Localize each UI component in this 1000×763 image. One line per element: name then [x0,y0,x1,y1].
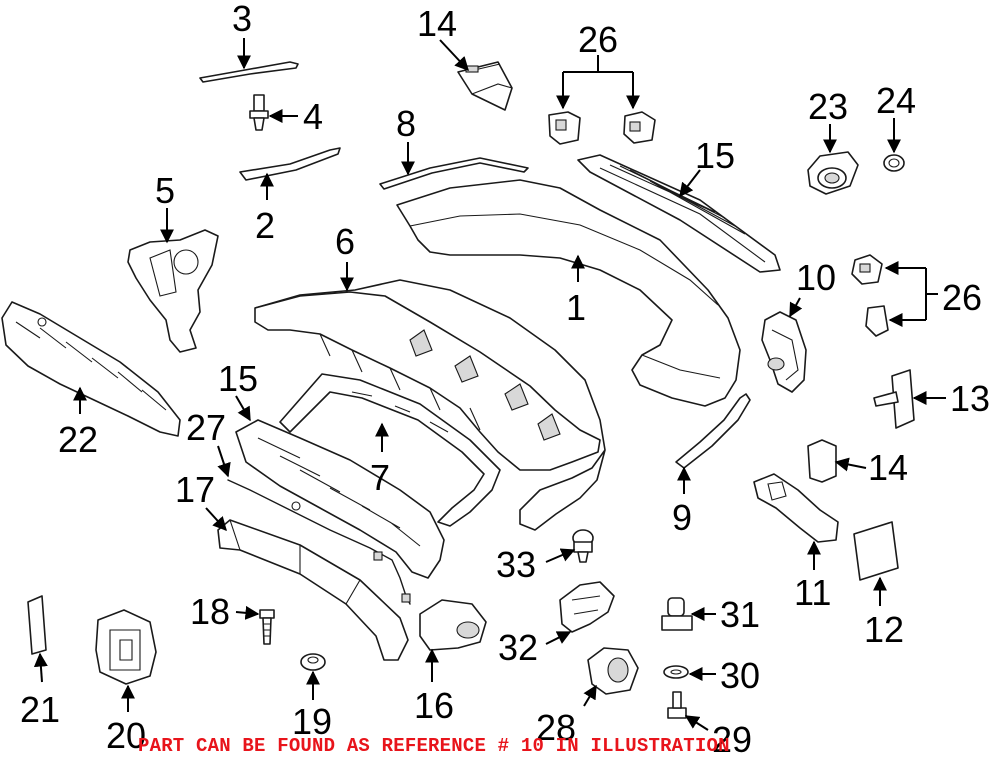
reference-note: PART CAN BE FOUND AS REFERENCE # 10 IN I… [138,735,730,757]
part-20-nut [300,653,326,671]
label-28[interactable]: 28 [536,707,576,748]
label-9[interactable]: 9 [672,497,692,538]
label-1[interactable]: 1 [566,287,586,328]
label-10[interactable]: 10 [796,257,836,298]
reference-numbers: 3 4 2 14 26 8 15 23 24 5 6 1 10 26 22 15… [20,0,990,760]
label-3[interactable]: 3 [232,0,252,39]
label-24[interactable]: 23 [808,86,848,127]
part-32-bracket [559,581,615,633]
part-25-grommet [883,154,905,172]
part-18-beam [217,519,409,661]
part-11-bracket [753,473,839,543]
label-20[interactable]: 19 [292,701,332,742]
label-8[interactable]: 8 [396,103,416,144]
part-24-parking-sensor [807,151,859,195]
part-17-bracket [419,599,487,651]
part-19-bolt [259,609,275,645]
part-2-bracket-strip [239,147,341,181]
part-23-lower-shield [1,301,181,437]
part-6-valance [254,279,606,531]
label-13[interactable]: 13 [950,378,990,419]
label-15[interactable]: 15 [695,135,735,176]
label-30[interactable]: 30 [720,655,760,696]
part-14-cap-right [807,439,837,483]
part-29-screw [667,691,687,719]
label-6[interactable]: 6 [335,221,355,262]
label-29[interactable]: 29 [712,719,752,760]
part-12-plate [853,521,899,581]
part-22-plate [27,595,47,655]
part-16-absorber [235,419,445,579]
part-28-sensor-housing [587,647,639,695]
part-10-reflector [761,311,807,393]
label-22[interactable]: 21 [20,689,60,730]
label-25[interactable]: 24 [876,80,916,121]
label-21[interactable]: 20 [106,715,146,756]
part-21-mount-bracket [95,609,157,685]
part-26-clips-right [851,254,889,337]
label-23[interactable]: 22 [58,419,98,460]
part-3-trim-strip [199,61,299,83]
label-26-right[interactable]: 26 [942,277,982,318]
label-19[interactable]: 18 [190,591,230,632]
part-27-wiring [227,479,411,605]
part-31-retainer [661,597,693,631]
leader-lines [33,38,946,731]
label-2[interactable]: 2 [255,205,275,246]
part-13-pin [873,369,915,429]
label-14-right[interactable]: 14 [868,447,908,488]
label-18[interactable]: 17 [175,469,215,510]
label-31[interactable]: 31 [720,594,760,635]
label-33[interactable]: 33 [496,544,536,585]
label-5[interactable]: 5 [155,170,175,211]
label-4[interactable]: 4 [303,96,323,137]
label-12[interactable]: 12 [864,609,904,650]
label-32[interactable]: 32 [498,627,538,668]
part-33-clip [572,529,594,563]
label-27[interactable]: 27 [186,407,226,448]
label-14-top[interactable]: 14 [417,3,457,44]
label-17[interactable]: 16 [414,685,454,726]
label-16[interactable]: 15 [218,358,258,399]
part-4-clip [249,94,269,131]
part-30-washer [663,665,689,679]
label-11[interactable]: 11 [794,572,831,613]
part-14-bracket-top [457,61,513,111]
part-5-side-bracket [127,229,219,353]
label-7[interactable]: 7 [370,457,390,498]
label-26-top[interactable]: 26 [578,19,618,60]
part-7-frame [279,373,501,527]
part-15-step-plate [577,154,781,273]
part-9-trim-strip [675,393,751,469]
part-8-trim-molding [379,157,529,190]
part-1-bumper-cover [396,179,741,407]
part-26-clips-top [548,111,656,145]
